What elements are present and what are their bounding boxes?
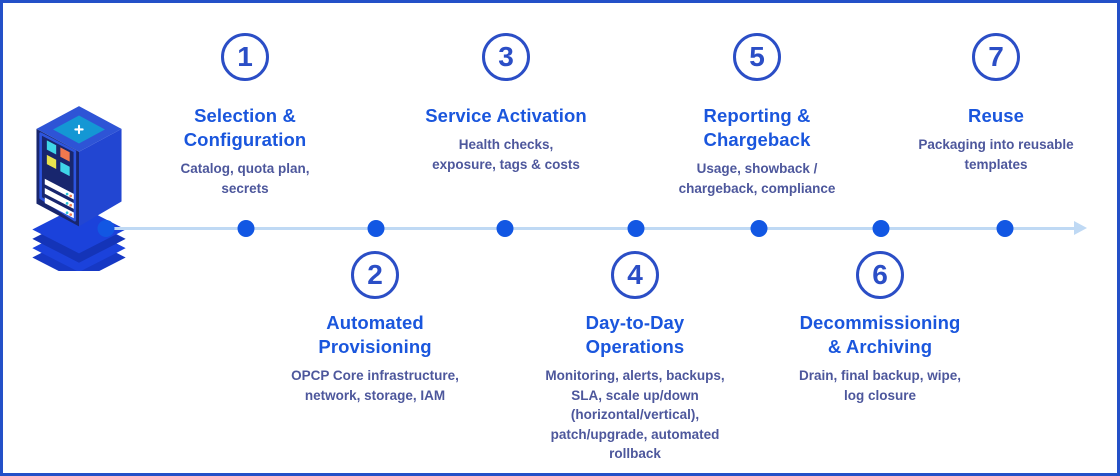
- step-3-service-activation: 3 Service Activation Health checks, expo…: [391, 33, 621, 174]
- step-7-reuse: 7 Reuse Packaging into reusable template…: [881, 33, 1111, 174]
- step-number: 5: [749, 41, 765, 72]
- step-4-number-badge: 4: [611, 251, 659, 299]
- step-5-subtitle: Usage, showback / chargeback, compliance: [678, 161, 836, 196]
- timeline-dot: [996, 220, 1014, 237]
- step-number: 4: [627, 259, 643, 290]
- step-number: 7: [988, 41, 1004, 72]
- step-5-reporting-chargeback: 5 Reporting & Chargeback Usage, showback…: [642, 33, 872, 198]
- step-3-number-badge: 3: [482, 33, 530, 81]
- step-6-title: Decommissioning & Archiving: [799, 312, 961, 357]
- step-1-number-badge: 1: [221, 33, 269, 81]
- step-5-title: Reporting & Chargeback: [703, 105, 811, 150]
- step-6-subtitle: Drain, final backup, wipe, log closure: [798, 368, 962, 403]
- step-3-subtitle: Health checks, exposure, tags & costs: [432, 137, 580, 172]
- step-3-title: Service Activation: [425, 105, 587, 126]
- timeline-dot: [97, 220, 115, 237]
- step-4-subtitle: Monitoring, alerts, backups, SLA, scale …: [545, 368, 725, 461]
- step-2-title: Automated Provisioning: [318, 312, 432, 357]
- step-5-number-badge: 5: [733, 33, 781, 81]
- step-6-number-badge: 6: [856, 251, 904, 299]
- step-7-subtitle: Packaging into reusable templates: [918, 137, 1074, 172]
- step-4-title: Day-to-Day Operations: [585, 312, 685, 357]
- step-2-subtitle: OPCP Core infrastructure, network, stora…: [291, 368, 459, 403]
- step-1-title: Selection & Configuration: [183, 105, 307, 150]
- timeline-line: [106, 227, 1076, 230]
- step-2-number-badge: 2: [351, 251, 399, 299]
- timeline-dot: [750, 220, 768, 237]
- step-7-title: Reuse: [967, 105, 1025, 126]
- timeline-dot: [367, 220, 385, 237]
- timeline-dot: [496, 220, 514, 237]
- timeline-arrowhead-icon: [1074, 221, 1087, 235]
- step-7-number-badge: 7: [972, 33, 1020, 81]
- step-2-automated-provisioning: 2 Automated Provisioning OPCP Core infra…: [260, 251, 490, 405]
- timeline-dot: [627, 220, 645, 237]
- timeline-dot: [872, 220, 890, 237]
- step-1-subtitle: Catalog, quota plan, secrets: [180, 161, 310, 196]
- step-number: 6: [872, 259, 888, 290]
- server-tower-icon: [32, 106, 126, 271]
- timeline-dot: [237, 220, 255, 237]
- step-1-selection-configuration: 1 Selection & Configuration Catalog, quo…: [130, 33, 360, 198]
- step-6-decommissioning-archiving: 6 Decommissioning & Archiving Drain, fin…: [765, 251, 995, 405]
- step-number: 3: [498, 41, 514, 72]
- step-number: 1: [237, 41, 253, 72]
- step-4-day-to-day-operations: 4 Day-to-Day Operations Monitoring, aler…: [520, 251, 750, 464]
- step-number: 2: [367, 259, 383, 290]
